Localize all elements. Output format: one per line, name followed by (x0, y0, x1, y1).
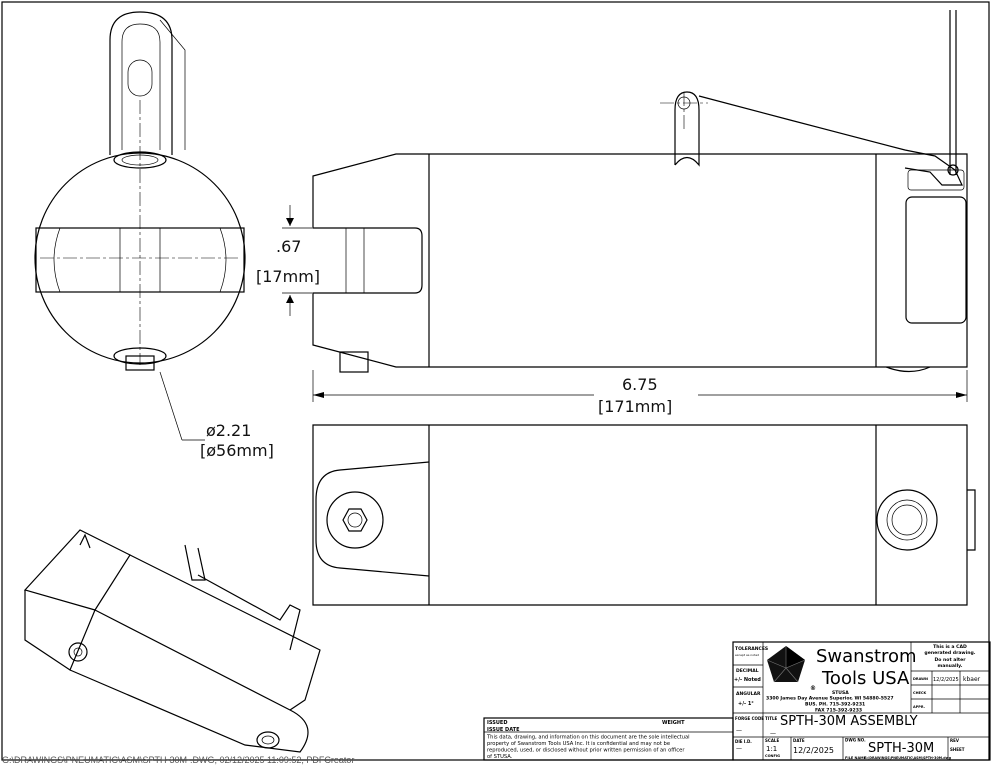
length-dimension-mm: [171mm] (598, 397, 672, 416)
confidentiality-notice-line: This data, drawing, and information on t… (486, 735, 690, 741)
side-view-lever-handle (674, 91, 700, 167)
die-id-value: — (736, 745, 742, 752)
diameter-dimension-mm: [ø56mm] (200, 441, 274, 460)
issued-label: ISSUED (487, 720, 507, 726)
tolerances-sub: except as noted (735, 653, 759, 657)
dwg-no-label: DWG NO. (845, 738, 866, 743)
length-dimension: 6.75 (622, 375, 658, 394)
company-phone: BUS. PH. 715-392-9231 (805, 702, 865, 708)
confidentiality-notice-line: property of Swanstrom Tools USA Inc. It … (487, 741, 670, 747)
tolerances-label: TOLERANCES (735, 646, 768, 652)
date-label: DATE (793, 738, 805, 743)
hex-nut-icon (342, 508, 368, 532)
drawn-label: DRAWN (913, 677, 928, 681)
die-id-label: DIE I.D. (735, 739, 752, 744)
company-name-line1: Swanstrom (816, 646, 917, 667)
slot-width-dimension-mm: [17mm] (256, 267, 320, 286)
decimal-value: +/- Noted (734, 677, 761, 683)
scale-label: SCALE (765, 738, 779, 743)
slot-dimension: .67 [17mm] (256, 205, 320, 316)
file-name-label: FILE NAME (845, 756, 867, 760)
drawn-date: 12/2/2025 (933, 677, 959, 683)
end-view-handle-loop (109, 11, 173, 155)
scale-sub: CONFIG (765, 754, 780, 758)
title-label: TITLE (765, 716, 777, 721)
side-view: 6.75 [171mm] (312, 10, 968, 416)
issue-date-label: ISSUE DATE (487, 727, 520, 733)
isometric-view (23, 529, 321, 753)
slot-width-dimension: .67 (276, 237, 301, 256)
title-block: TOLERANCES except as noted DECIMAL +/- N… (732, 641, 991, 761)
title-sub: — (770, 730, 776, 737)
approved-label: APPR. (913, 705, 925, 709)
sheet-label: SHEET (950, 747, 965, 752)
company-address: 3300 James Day Avenue Superior, WI 54880… (766, 696, 894, 702)
cad-notice-line: Do not alter (934, 657, 966, 663)
diameter-dimension: ø2.21 (206, 421, 251, 440)
angular-label: ANGULAR (736, 691, 761, 697)
scale-value: 1:1 (766, 745, 777, 753)
file-path-footer: G:\DRAWINGS\PNEUMATIC\ASM\SPTH-30M-.DWG,… (2, 755, 355, 765)
forge-code-label: FORGE CODE (735, 716, 764, 721)
company-fax: FAX 715-392-9233 (815, 708, 862, 714)
weight-label: WEIGHT (662, 720, 685, 726)
forge-code-value: — (736, 727, 742, 734)
drawing-number: SPTH-30M (868, 741, 934, 756)
rev-label: REV (950, 738, 960, 743)
confidentiality-notice-line: of STUSA. (487, 754, 513, 760)
issue-block: ISSUED WEIGHT ISSUE DATE This data, draw… (483, 717, 734, 761)
drawing-title: SPTH-30M ASSEMBLY (780, 714, 918, 729)
end-view: ø2.21 [ø56mm] (34, 11, 274, 460)
cad-notice-line: manually. (938, 663, 963, 669)
bottom-view (312, 424, 976, 606)
registered-mark: ® (810, 685, 816, 692)
file-name: G:\DRAWINGS\PNEUMATIC\ASM\SPTH-30M.dwg (864, 756, 952, 760)
decimal-label: DECIMAL (736, 668, 759, 674)
date-value: 12/2/2025 (793, 746, 834, 755)
drawn-by: kbaer (963, 676, 981, 683)
cad-notice-line: This is a CAD (933, 644, 967, 650)
confidentiality-notice-line: reproduced, used, or disclosed without p… (487, 747, 685, 753)
check-label: CHECK (913, 691, 926, 695)
angular-value: +/- 1° (738, 701, 754, 707)
company-abbreviation: STUSA (832, 690, 849, 696)
cad-notice-line: generated drawing. (924, 650, 975, 656)
company-name-line2: Tools USA (821, 668, 910, 689)
